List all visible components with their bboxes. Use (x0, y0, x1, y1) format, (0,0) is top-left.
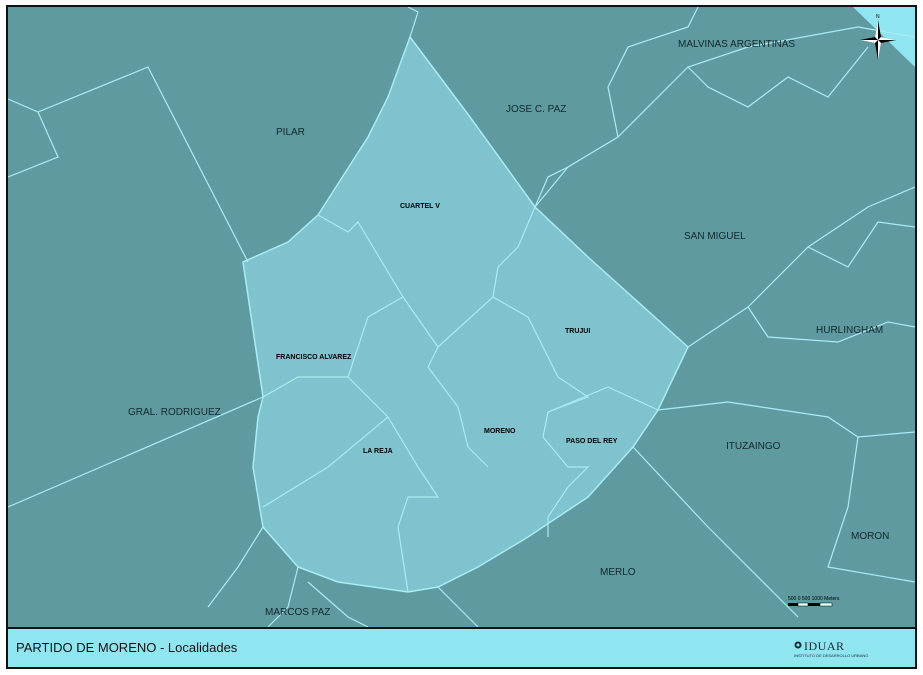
label-trujui: TRUJUI (565, 328, 590, 335)
iduar-logo: IDUAR INSTITUTO DE DESARROLLO URBANO (794, 639, 868, 661)
compass-rose-icon: N (860, 14, 896, 60)
locality-boundaries (262, 206, 659, 593)
label-ituzaingo: ITUZAINGO (726, 441, 781, 452)
label-san-miguel: SAN MIGUEL (684, 231, 746, 242)
label-moron: MORON (851, 531, 889, 542)
label-pilar: PILAR (276, 127, 305, 138)
svg-text:N: N (876, 14, 880, 20)
scale-bar: 500 0 500 1000 Meters (788, 596, 840, 607)
logo-subtext: INSTITUTO DE DESARROLLO URBANO (794, 653, 869, 658)
logo-mark-icon (794, 641, 802, 649)
map-title: PARTIDO DE MORENO - Localidades (16, 640, 238, 655)
water-area (853, 7, 915, 67)
scale-bar-label: 500 0 500 1000 Meters (788, 596, 840, 602)
logo-text: IDUAR (804, 639, 845, 653)
partido-moreno-area (242, 35, 689, 593)
label-paso-del-rey: PASO DEL REY (566, 438, 618, 445)
label-merlo: MERLO (600, 567, 636, 578)
label-malvinas-argentinas: MALVINAS ARGENTINAS (678, 39, 795, 50)
map-footer: PARTIDO DE MORENO - Localidades IDUAR IN… (8, 627, 915, 667)
map-canvas: MALVINAS ARGENTINAS JOSE C. PAZ PILAR SA… (8, 7, 915, 627)
label-cuartel-v: CUARTEL V (400, 203, 440, 210)
neighbor-boundaries (8, 7, 915, 627)
label-gral-rodriguez: GRAL. RODRIGUEZ (128, 407, 221, 418)
label-hurlingham: HURLINGHAM (816, 325, 883, 336)
label-francisco-alvarez: FRANCISCO ALVAREZ (276, 354, 352, 361)
label-moreno: MORENO (484, 428, 516, 435)
label-jose-c-paz: JOSE C. PAZ (506, 104, 566, 115)
label-la-reja: LA REJA (363, 448, 393, 455)
label-marcos-paz: MARCOS PAZ (265, 607, 330, 618)
map-frame: MALVINAS ARGENTINAS JOSE C. PAZ PILAR SA… (6, 5, 917, 669)
